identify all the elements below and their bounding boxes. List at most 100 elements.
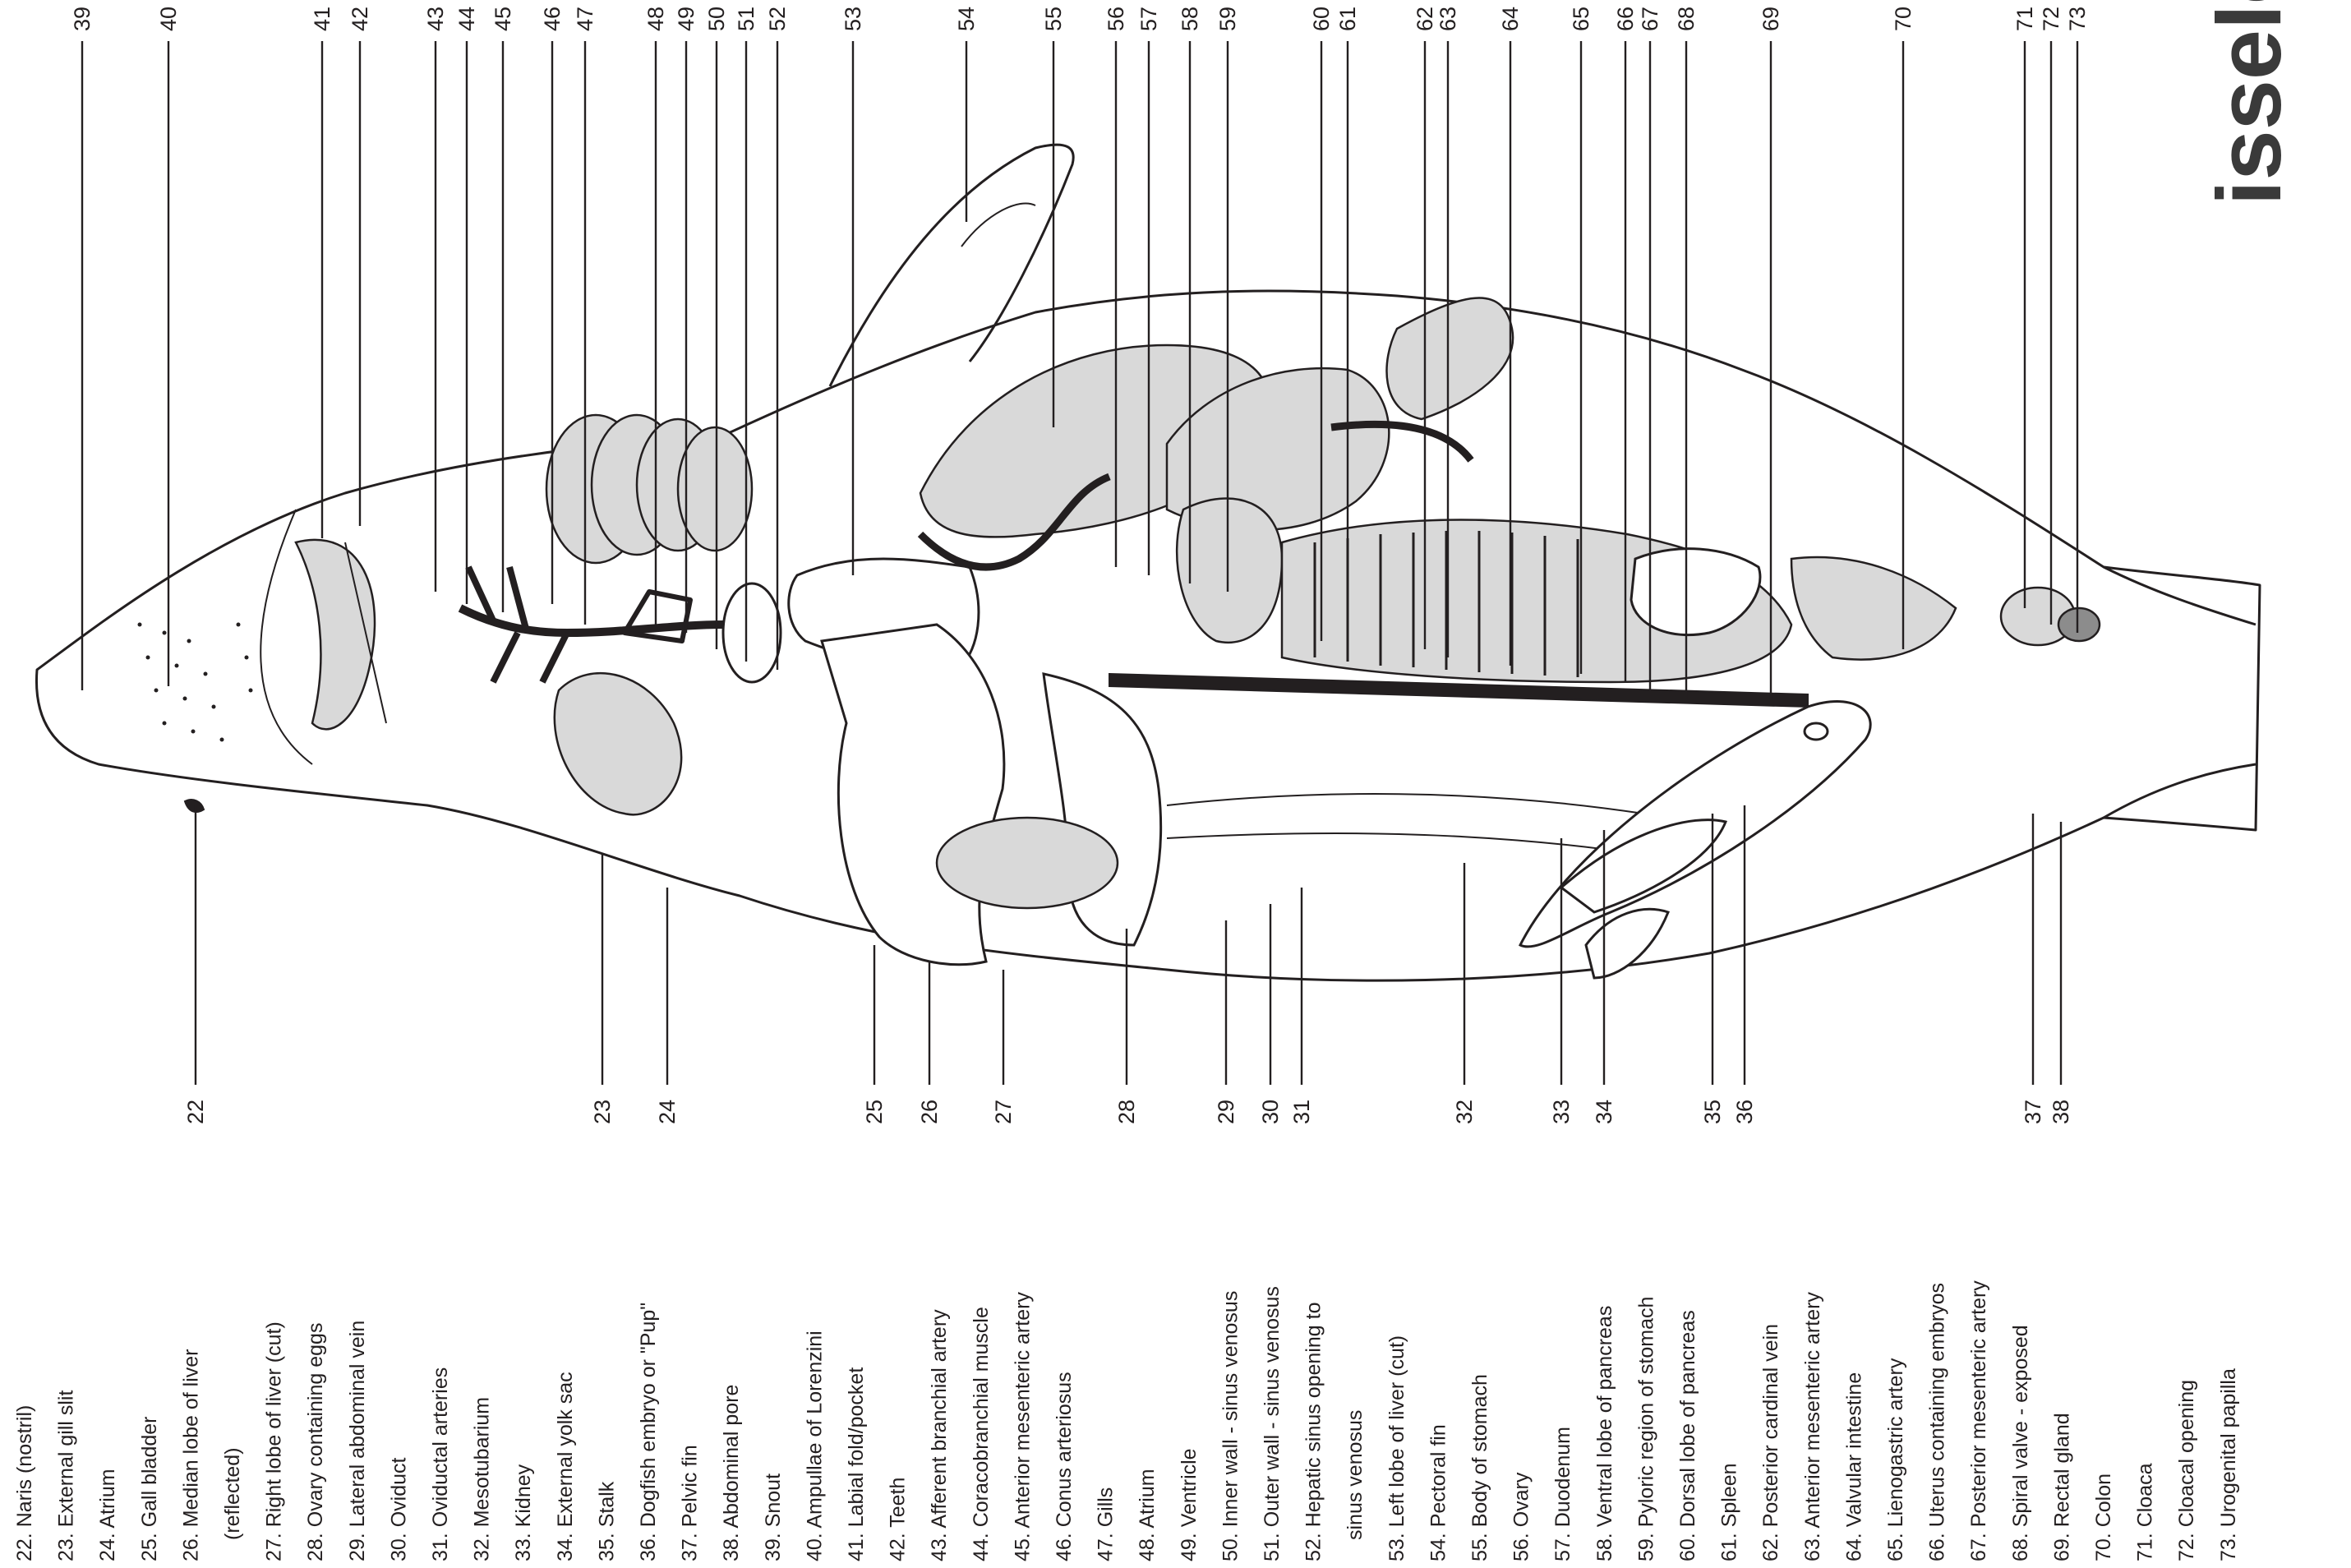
callout-number-41: 41 <box>310 7 334 31</box>
legend-entry: 48. Atrium <box>1136 1469 1159 1561</box>
callout-number-67: 67 <box>1638 7 1662 31</box>
callout-number-53: 53 <box>841 7 865 31</box>
legend-entry: 40. Ampullae of Lorenzini <box>803 1330 826 1561</box>
legend-entry: 41. Labial fold/pocket <box>845 1367 868 1561</box>
legend-entry: 42. Teeth <box>887 1478 910 1561</box>
leader-lines <box>82 41 2077 1085</box>
legend-entry: 30. Oviduct <box>387 1457 410 1561</box>
callout-number-73: 73 <box>2065 7 2090 31</box>
callout-number-25: 25 <box>862 1100 887 1124</box>
callout-number-65: 65 <box>1569 7 1593 31</box>
legend-entry: 52. Hepatic sinus opening to <box>1302 1303 1325 1562</box>
callout-number-32: 32 <box>1452 1100 1477 1124</box>
legend-entry: 63. Anterior mesenteric artery <box>1801 1292 1824 1561</box>
callout-number-46: 46 <box>540 7 565 31</box>
callout-number-43: 43 <box>423 7 448 31</box>
callout-number-63: 63 <box>1436 7 1460 31</box>
callout-number-45: 45 <box>491 7 515 31</box>
callout-number-24: 24 <box>655 1100 680 1124</box>
callout-number-22: 22 <box>183 1100 208 1124</box>
legend-entry: sinus venosus <box>1344 1410 1367 1540</box>
callout-number-47: 47 <box>573 7 597 31</box>
liver-right-lobe <box>822 625 1004 965</box>
legend-entry: 57. Duodenum <box>1551 1427 1574 1561</box>
legend-entry: 26. Median lobe of liver <box>179 1349 202 1561</box>
legend-entry: 64. Valvular intestine <box>1842 1372 1865 1561</box>
pancreas-dorsal <box>1387 298 1514 420</box>
callout-number-33: 33 <box>1549 1100 1574 1124</box>
legend-entry: 47. Gills <box>1095 1487 1118 1561</box>
callout-number-59: 59 <box>1215 7 1240 31</box>
legend-entry: 51. Outer wall - sinus venosus <box>1261 1286 1284 1561</box>
legend-entry: 50. Inner wall - sinus venosus <box>1219 1291 1242 1561</box>
naris <box>185 800 204 812</box>
callout-number-58: 58 <box>1178 7 1202 31</box>
callout-number-30: 30 <box>1258 1100 1283 1124</box>
tail-lower <box>2104 764 2256 818</box>
legend-entry: 69. Rectal gland <box>2050 1413 2073 1561</box>
callout-number-23: 23 <box>590 1100 615 1124</box>
legend-entry: 71. Cloaca <box>2134 1463 2157 1561</box>
legend-entry: 67. Posterior mesenteric artery <box>1967 1280 1990 1561</box>
publisher-mark: isselo <box>2199 0 2300 205</box>
legend-entry: 54. Pectoral fin <box>1427 1424 1450 1561</box>
legend-entry: 73. Urogenital papilla <box>2217 1368 2240 1561</box>
muscle-line-2 <box>1167 833 1643 855</box>
legend-entry: 59. Pyloric region of stomach <box>1634 1297 1657 1561</box>
mouth <box>296 540 375 729</box>
legend-entry: 29. Lateral abdominal vein <box>346 1321 369 1561</box>
callout-number-50: 50 <box>704 7 729 31</box>
callout-number-61: 61 <box>1335 7 1360 31</box>
callout-number-55: 55 <box>1041 7 1066 31</box>
legend-entry: 53. Left lobe of liver (cut) <box>1385 1335 1408 1561</box>
callout-number-38: 38 <box>2049 1100 2073 1124</box>
branchial-arteries <box>460 567 723 682</box>
legend-entry: 24. Atrium <box>96 1469 119 1561</box>
dogfish-embryo <box>1520 702 1870 978</box>
legend-entry: 27. Right lobe of liver (cut) <box>263 1321 286 1561</box>
legend-entry: 60. Dorsal lobe of pancreas <box>1676 1310 1699 1561</box>
legend-entry: 37. Pelvic fin <box>679 1445 702 1561</box>
callout-number-37: 37 <box>2021 1100 2045 1124</box>
pectoral-fin-upper <box>830 145 1073 386</box>
callout-number-34: 34 <box>1592 1100 1616 1124</box>
callout-number-28: 28 <box>1114 1100 1139 1124</box>
legend-entry: 38. Abdominal pore <box>720 1385 743 1561</box>
callout-number-69: 69 <box>1759 7 1783 31</box>
legend-entry: 72. Cloacal opening <box>2175 1380 2198 1561</box>
legend-entry: 25. Gall bladder <box>138 1416 161 1561</box>
cloacal-opening <box>2058 608 2100 641</box>
legend-entry: 62. Posterior cardinal vein <box>1759 1324 1782 1561</box>
callout-number-31: 31 <box>1289 1100 1314 1124</box>
pectoral-fin-inner <box>961 203 1035 247</box>
legend-entry: 68. Spiral valve - exposed <box>2009 1325 2032 1561</box>
callout-number-66: 66 <box>1613 7 1638 31</box>
callout-number-51: 51 <box>734 7 758 31</box>
callout-number-64: 64 <box>1498 7 1523 31</box>
callout-number-57: 57 <box>1136 7 1161 31</box>
callout-number-42: 42 <box>348 7 372 31</box>
callout-number-52: 52 <box>765 7 790 31</box>
legend-entry: 49. Ventricle <box>1178 1448 1201 1561</box>
callout-number-48: 48 <box>643 7 668 31</box>
callout-number-29: 29 <box>1214 1100 1238 1124</box>
legend-entry: 43. Afferent branchial artery <box>928 1309 951 1561</box>
callout-number-49: 49 <box>674 7 698 31</box>
callout-number-39: 39 <box>70 7 95 31</box>
legend: 22. Naris (nostril)23. External gill sli… <box>13 1280 2240 1561</box>
legend-entry: 23. External gill slit <box>55 1390 78 1561</box>
legend-entry: 45. Anterior mesenteric artery <box>1011 1292 1034 1561</box>
legend-entry: 66. Uterus containing embryos <box>1926 1283 1949 1561</box>
callout-number-70: 70 <box>1891 7 1915 31</box>
callout-number-27: 27 <box>991 1100 1016 1124</box>
legend-entry: 28. Ovary containing eggs <box>304 1323 327 1561</box>
callout-number-68: 68 <box>1674 7 1699 31</box>
legend-entry: 31. Oviductal arteries <box>429 1367 452 1561</box>
callout-number-36: 36 <box>1732 1100 1757 1124</box>
callout-number-26: 26 <box>917 1100 942 1124</box>
legend-entry: 36. Dogfish embryo or "Pup" <box>637 1303 660 1561</box>
callout-number-54: 54 <box>954 7 979 31</box>
legend-entry: 34. External yolk sac <box>554 1372 577 1561</box>
